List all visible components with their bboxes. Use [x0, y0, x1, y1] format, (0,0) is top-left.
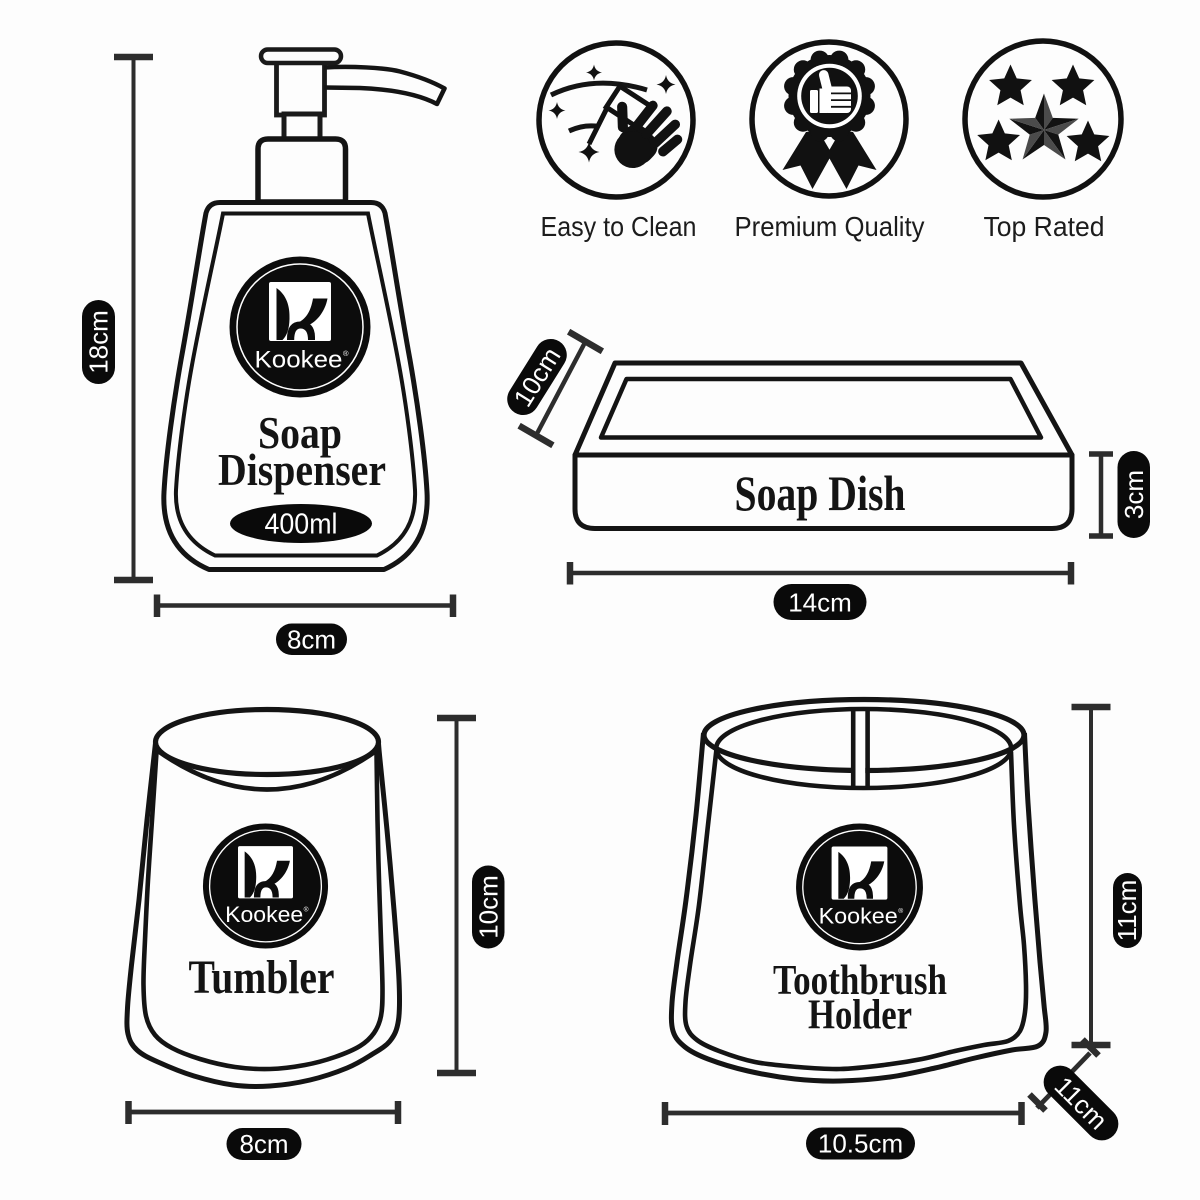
svg-text:11cm: 11cm	[1112, 880, 1142, 942]
svg-text:10.5cm: 10.5cm	[818, 1129, 903, 1159]
svg-text:8cm: 8cm	[287, 625, 336, 655]
svg-text:3cm: 3cm	[1119, 470, 1149, 519]
svg-text:Premium Quality: Premium Quality	[735, 211, 925, 242]
svg-text:400ml: 400ml	[265, 509, 338, 541]
svg-text:Tumbler: Tumbler	[189, 951, 335, 1004]
svg-text:Toothbrush: Toothbrush	[773, 958, 947, 1004]
svg-text:Holder: Holder	[808, 993, 912, 1039]
svg-text:Dispenser: Dispenser	[218, 445, 386, 495]
svg-text:Top Rated: Top Rated	[984, 211, 1105, 242]
svg-text:8cm: 8cm	[239, 1129, 288, 1159]
svg-text:Soap: Soap	[258, 408, 342, 458]
svg-text:18cm: 18cm	[84, 310, 114, 374]
svg-text:14cm: 14cm	[788, 588, 852, 618]
svg-text:10cm: 10cm	[474, 875, 504, 939]
svg-text:Soap Dish: Soap Dish	[735, 465, 906, 521]
svg-text:Easy to Clean: Easy to Clean	[541, 211, 697, 242]
